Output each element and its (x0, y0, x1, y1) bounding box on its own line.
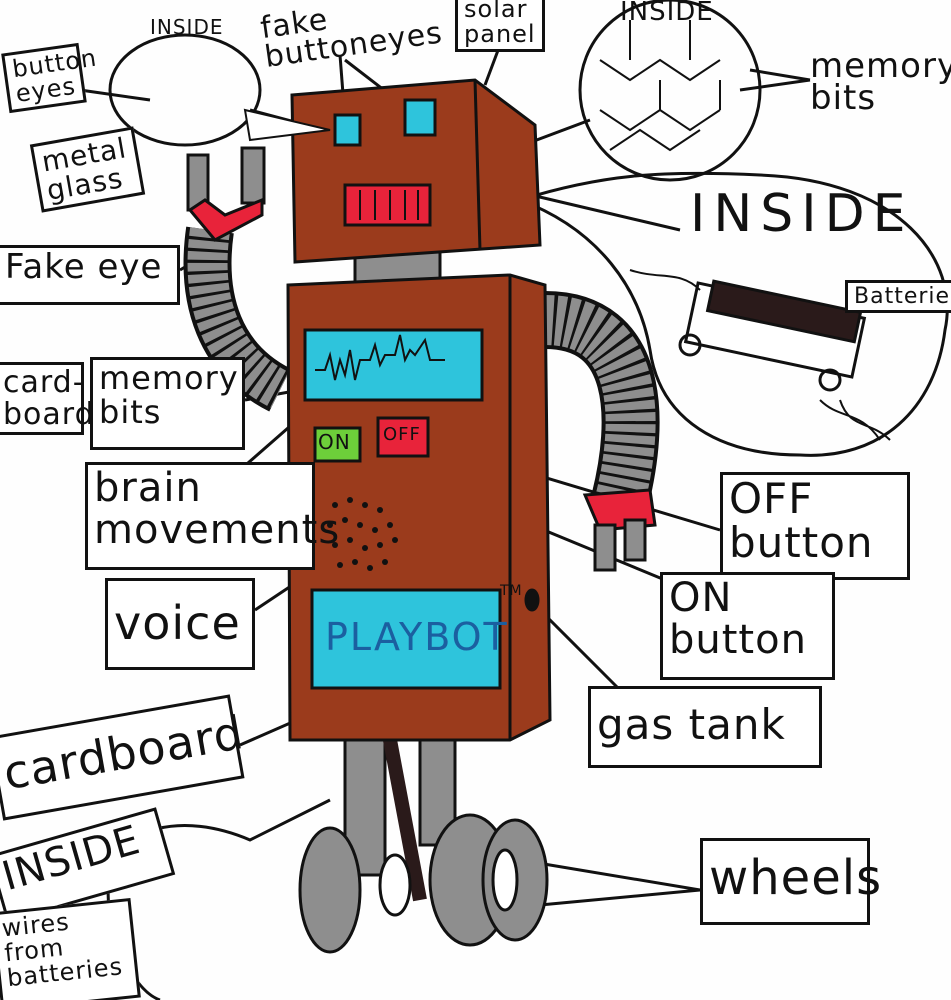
label-inside-memory: INSIDE (620, 0, 714, 27)
leader-line (79, 88, 151, 102)
label-button-eyes: button eyes (1, 42, 99, 114)
label-wheels: wheels (700, 838, 881, 925)
inside-bubble-small (108, 33, 262, 147)
robot-head (243, 78, 542, 264)
inside-bubble-memory (578, 0, 762, 182)
trademark: TM (500, 583, 523, 599)
label-solar-panel: solar panel (455, 0, 545, 53)
label-off-button: OFF button (720, 472, 910, 580)
label-brain-movements: brain movements (85, 462, 339, 570)
right-arm (543, 291, 660, 572)
left-hand (187, 197, 264, 242)
on-button-label: ON (318, 430, 351, 454)
label-inside-batteries: INSIDE (690, 184, 914, 244)
label-gas-tank: gas tank (588, 686, 822, 768)
brain-screen (303, 328, 484, 402)
on-button (313, 426, 362, 463)
speaker-grille (327, 497, 398, 571)
label-batteries: Batteries (845, 280, 951, 314)
name-panel (310, 588, 502, 690)
label-inside-small: INSIDE (150, 15, 224, 39)
inside-bubble-batteries (515, 171, 949, 457)
right-eye (403, 98, 437, 137)
label-on-button: ON button (660, 572, 835, 680)
label-cardboard-left: card-board (0, 362, 94, 435)
wheels-drawing (298, 813, 549, 954)
label-fake-eye: Fake eye (0, 245, 180, 305)
left-eye (333, 113, 362, 147)
off-button-label: OFF (383, 424, 421, 445)
label-memory-bits-top: memory bits (810, 46, 951, 119)
left-arm (183, 146, 292, 412)
robot-body (286, 248, 552, 742)
off-button (376, 416, 430, 458)
label-memory-bits-left: memory bits (90, 357, 245, 450)
label-wires-from-batteries: wires from batteries (0, 897, 141, 1000)
label-voice: voice (105, 578, 255, 670)
gas-tank-cap (524, 588, 540, 612)
robot-name: PLAYBOT (325, 615, 509, 659)
